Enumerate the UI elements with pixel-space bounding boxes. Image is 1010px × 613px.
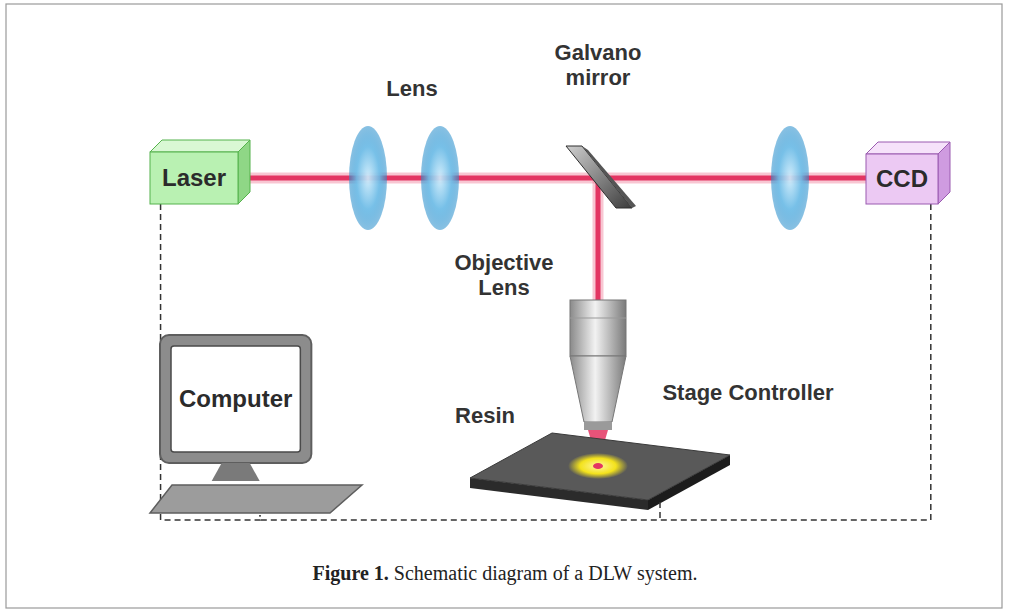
lens: [771, 126, 809, 230]
node-label: Laser: [162, 164, 226, 192]
monitor-shape: [150, 335, 370, 515]
keyboard-base: [150, 485, 362, 513]
resin-label: Resin: [440, 403, 530, 428]
lens: [349, 126, 387, 230]
laser-box: Laser: [150, 152, 238, 204]
objective-cone: [570, 356, 626, 422]
laser-beam-glow: [593, 180, 604, 300]
objective-ring: [570, 318, 626, 319]
laser-beam: [596, 180, 601, 300]
monitor-screen: [171, 346, 300, 452]
galvano-mirror-edge: [582, 146, 636, 208]
box-side: [938, 142, 950, 204]
objective-body: [570, 300, 626, 356]
node-label: CCD: [876, 165, 928, 193]
box-side: [238, 140, 250, 204]
control-line: [260, 204, 931, 520]
box-top: [150, 140, 250, 152]
monitor-frame: [160, 335, 311, 463]
monitor-stand: [212, 463, 260, 481]
objective-tip: [584, 422, 612, 430]
computer-monitor: Computer: [150, 335, 370, 515]
objective-label: Objective Lens: [444, 250, 564, 301]
box-front: [866, 154, 938, 204]
control-line: [659, 502, 661, 520]
resin-stage: [470, 433, 730, 500]
galvano-mirror: [566, 146, 632, 208]
box-top: [866, 142, 950, 154]
figure-frame: [6, 4, 1002, 608]
box-front: [150, 152, 238, 204]
node-label: Computer: [179, 385, 292, 413]
stage-label: Stage Controller: [648, 380, 848, 405]
mirror-label: Galvano mirror: [540, 40, 656, 91]
resin-spot: [568, 453, 628, 479]
lens-label: Lens: [372, 76, 452, 101]
focal-point: [593, 463, 603, 469]
figure-caption: Figure 1. Schematic diagram of a DLW sys…: [0, 562, 1010, 585]
ccd-box: CCD: [866, 154, 938, 204]
lens: [421, 126, 459, 230]
